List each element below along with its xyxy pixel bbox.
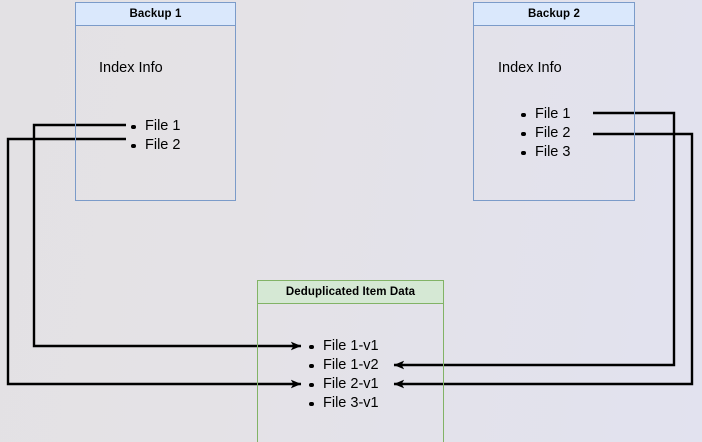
list-item[interactable]: File 2-v1: [306, 375, 379, 394]
node-backup-1-title: Backup 1: [76, 3, 235, 26]
list-item[interactable]: File 1: [128, 117, 180, 136]
bullet-icon: [309, 363, 314, 368]
list-item[interactable]: File 3-v1: [306, 394, 379, 413]
node-backup-1[interactable]: Backup 1 Index Info File 1 File 2: [75, 2, 236, 201]
list-item[interactable]: File 2: [518, 124, 570, 143]
bullet-icon: [131, 143, 136, 148]
node-backup-1-body: Index Info File 1 File 2: [76, 26, 235, 200]
list-item-label: File 1: [535, 106, 571, 122]
backup-2-file-list: File 1 File 2 File 3: [518, 105, 570, 162]
list-item[interactable]: File 1-v1: [306, 337, 379, 356]
backup-1-file-list: File 1 File 2: [128, 117, 180, 155]
node-backup-2-body: Index Info File 1 File 2 File 3: [474, 26, 634, 200]
backup-1-index-label: Index Info: [99, 60, 163, 76]
bullet-icon: [131, 124, 136, 129]
node-deduplicated-item-data[interactable]: Deduplicated Item Data File 1-v1 File 1-…: [257, 280, 444, 442]
bullet-icon: [521, 131, 526, 136]
node-backup-2[interactable]: Backup 2 Index Info File 1 File 2 File 3: [473, 2, 635, 201]
list-item-label: File 2: [145, 137, 181, 153]
list-item[interactable]: File 2: [128, 136, 180, 155]
list-item-label: File 2-v1: [323, 376, 379, 392]
list-item-label: File 2: [535, 125, 571, 141]
node-deduplicated-item-data-title: Deduplicated Item Data: [258, 281, 443, 304]
list-item-label: File 3: [535, 144, 571, 160]
bullet-icon: [521, 150, 526, 155]
list-item[interactable]: File 1: [518, 105, 570, 124]
dedup-file-list: File 1-v1 File 1-v2 File 2-v1 File 3-v1: [306, 337, 379, 413]
node-deduplicated-item-data-body: File 1-v1 File 1-v2 File 2-v1 File 3-v1: [258, 304, 443, 442]
bullet-icon: [309, 401, 314, 406]
bullet-icon: [521, 112, 526, 117]
node-backup-2-title: Backup 2: [474, 3, 634, 26]
bullet-icon: [309, 344, 314, 349]
list-item-label: File 1: [145, 118, 181, 134]
list-item[interactable]: File 1-v2: [306, 356, 379, 375]
list-item[interactable]: File 3: [518, 143, 570, 162]
bullet-icon: [309, 382, 314, 387]
list-item-label: File 3-v1: [323, 395, 379, 411]
list-item-label: File 1-v2: [323, 357, 379, 373]
list-item-label: File 1-v1: [323, 338, 379, 354]
backup-2-index-label: Index Info: [498, 60, 562, 76]
